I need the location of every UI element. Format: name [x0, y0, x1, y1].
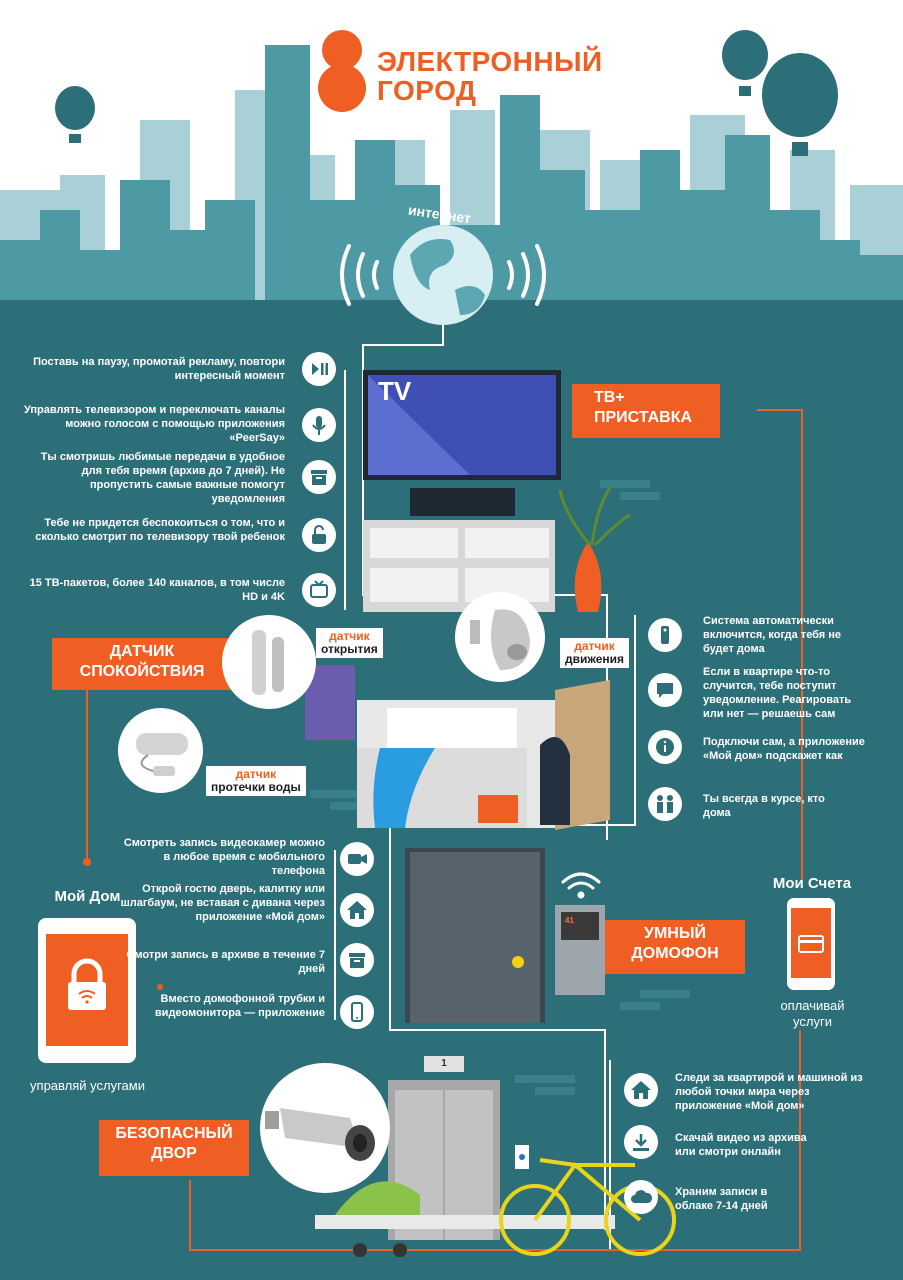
tablet-screen	[46, 934, 128, 1046]
chat-icon	[648, 673, 682, 707]
remote-icon	[648, 618, 682, 652]
opening-tag-line1: датчик	[329, 629, 370, 643]
play-pause-icon	[302, 352, 336, 386]
intercom-panel-number: 41	[565, 916, 574, 925]
unlock-icon	[302, 518, 336, 552]
house-icon-2	[624, 1073, 658, 1107]
cloud-icon	[624, 1180, 658, 1214]
opening-tag-line2: открытия	[321, 642, 378, 656]
download-icon	[624, 1125, 658, 1159]
logo-line1: ЭЛЕКТРОННЫЙ	[377, 46, 603, 77]
yard-feature-1: Следи за квартирой и машиной из любой то…	[675, 1072, 863, 1112]
archive-icon-2	[340, 943, 374, 977]
logo-text: ЭЛЕКТРОННЫЙ ГОРОД	[377, 47, 603, 105]
intercom-label-line2: ДОМОФОН	[631, 945, 719, 962]
house-icon	[340, 893, 374, 927]
leak-tag-line2: протечки воды	[211, 780, 301, 794]
my-bills-title: Мои Счета	[772, 875, 852, 892]
yard-feature-2: Скачай видео из архива или смотри онлайн	[675, 1132, 807, 1158]
safe-yard-label: БЕЗОПАСНЫЙ ДВОР	[99, 1120, 249, 1176]
motion-tag-line2: движения	[565, 652, 625, 666]
my-bills-caption-line2: услуги	[793, 1014, 832, 1029]
tv-screen-title: TV	[378, 376, 412, 406]
elevator-floor-indicator: 1	[441, 1058, 447, 1069]
tv-feature-3: Ты смотришь любимые передачи в удобное д…	[40, 451, 285, 505]
my-bills-caption: оплачивай услуги	[755, 998, 870, 1030]
leak-tag-line1: датчик	[235, 767, 277, 781]
tv-feature-1: Поставь на паузу, промотай рекламу, повт…	[33, 356, 285, 382]
calm-sensor-label: ДАТЧИК СПОКОЙСТВИЯ	[52, 638, 232, 690]
archive-icon	[302, 460, 336, 494]
leak-sensor-image	[118, 708, 203, 793]
intercom-feature-1: Смотреть запись видеокамер можно в любое…	[123, 837, 325, 877]
calm-label-line2: СПОКОЙСТВИЯ	[79, 663, 205, 680]
opening-sensor-tag: датчик открытия	[316, 628, 383, 658]
tv-icon	[302, 573, 336, 607]
tv-label-line2: ПРИСТАВКА	[594, 409, 693, 426]
info-icon	[648, 730, 682, 764]
tv-feature-2: Управлять телевизором и переключать кана…	[23, 404, 285, 444]
my-home-title: Мой Дом	[54, 888, 121, 905]
yard-label-line1: БЕЗОПАСНЫЙ	[115, 1125, 233, 1142]
tv-plus-label: ТВ+ ПРИСТАВКА	[572, 384, 720, 438]
family-icon	[648, 787, 682, 821]
leak-sensor-tag: датчик протечки воды	[206, 766, 306, 796]
opening-sensor-image	[222, 615, 316, 709]
calm-label-line1: ДАТЧИК	[109, 643, 175, 660]
yard-label-line2: ДВОР	[151, 1145, 197, 1162]
yard-feature-3: Храним записи в облаке 7-14 дней	[675, 1186, 768, 1212]
my-home-tablet[interactable]	[38, 918, 136, 1063]
calm-feature-1: Система автоматически включится, когда т…	[703, 615, 842, 655]
calm-feature-4: Ты всегда в курсе, кто дома	[703, 793, 825, 819]
video-camera-icon	[340, 842, 374, 876]
microphone-icon	[302, 408, 336, 442]
intercom-feature-4: Вместо домофонной трубки и видеомонитора…	[154, 993, 325, 1019]
intercom-feature-3: Смотри запись в архиве в течение 7 дней	[126, 949, 325, 975]
motion-sensor-image	[455, 592, 545, 682]
my-bills-phone[interactable]	[787, 898, 835, 990]
motion-sensor-tag: датчик движения	[560, 638, 630, 668]
intercom-feature-2: Открой гостю дверь, калитку или шлагбаум…	[120, 883, 325, 923]
tv-feature-5: 15 ТВ-пакетов, более 140 каналов, в том …	[29, 577, 285, 603]
camera-image	[260, 1063, 390, 1193]
phone-screen	[791, 908, 831, 978]
tv-feature-4: Тебе не придется беспокоиться о том, что…	[35, 517, 285, 543]
my-home-caption: управляй услугами	[30, 1078, 145, 1093]
smart-intercom-label: УМНЫЙ ДОМОФОН	[605, 920, 745, 974]
my-bills-caption-line1: оплачивай	[780, 998, 845, 1013]
calm-feature-2: Если в квартире что-то случится, тебе по…	[703, 666, 852, 720]
smartphone-icon	[340, 995, 374, 1029]
tv-label-line1: ТВ+	[594, 389, 625, 406]
logo-line2: ГОРОД	[377, 75, 477, 106]
card-icon	[798, 935, 824, 953]
lock-wifi-icon	[68, 958, 106, 1010]
calm-feature-3: Подключи сам, а приложение «Мой дом» под…	[703, 736, 865, 762]
intercom-label-line1: УМНЫЙ	[644, 925, 706, 942]
motion-tag-line1: датчик	[574, 639, 615, 653]
